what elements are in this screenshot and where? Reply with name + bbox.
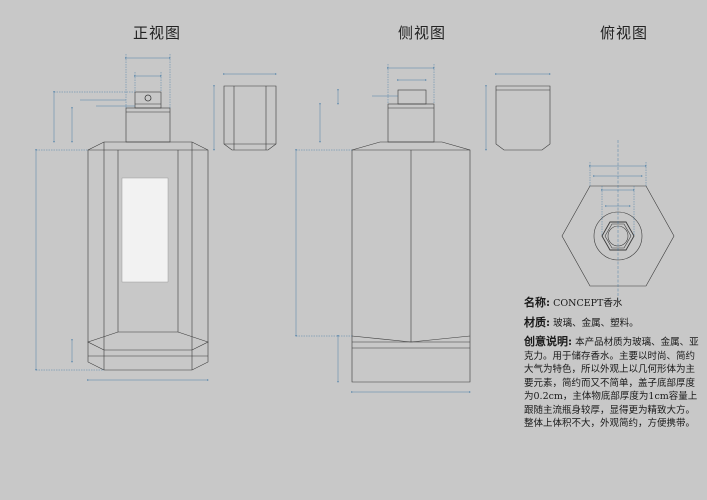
spec-name-value: CONCEPT香水 [553, 298, 623, 309]
top-dimensions [589, 140, 647, 300]
front-view-title: 正视图 [133, 24, 182, 42]
spec-name-label: 名称: [524, 296, 551, 309]
spec-description-row: 创意说明: 本产品材质为玻璃、金属、亚克力。用于储存香水。主要以时尚、简约大气为… [524, 335, 704, 431]
spec-description-label: 创意说明: [524, 335, 573, 348]
spec-panel: 名称: CONCEPT香水 材质: 玻璃、金属、塑料。 创意说明: 本产品材质为… [524, 296, 704, 436]
top-view-title: 俯视图 [600, 24, 649, 42]
spec-material-row: 材质: 玻璃、金属、塑料。 [524, 316, 704, 331]
side-cap-detail [495, 85, 551, 151]
side-collar [387, 103, 435, 143]
spec-description-value: 本产品材质为玻璃、金属、亚克力。用于储存香水。主要以时尚、简约大气为特色，所以外… [524, 337, 699, 429]
top-sprayer-hexagon [601, 221, 635, 251]
front-dimensions [35, 54, 277, 381]
front-collar [125, 107, 171, 143]
front-sprayer [134, 91, 162, 109]
front-nozzle [144, 94, 152, 102]
side-sprayer [397, 89, 427, 105]
side-view-title: 侧视图 [398, 24, 447, 42]
front-label-panel [121, 177, 169, 283]
front-cap-detail [223, 85, 277, 151]
spec-material-value: 玻璃、金属、塑料。 [553, 317, 639, 329]
front-bottle-body [87, 141, 209, 371]
side-view [351, 89, 471, 383]
spec-name-row: 名称: CONCEPT香水 [524, 296, 704, 311]
side-dimensions [295, 64, 551, 393]
spec-material-label: 材质: [524, 315, 551, 329]
front-view [87, 91, 209, 371]
